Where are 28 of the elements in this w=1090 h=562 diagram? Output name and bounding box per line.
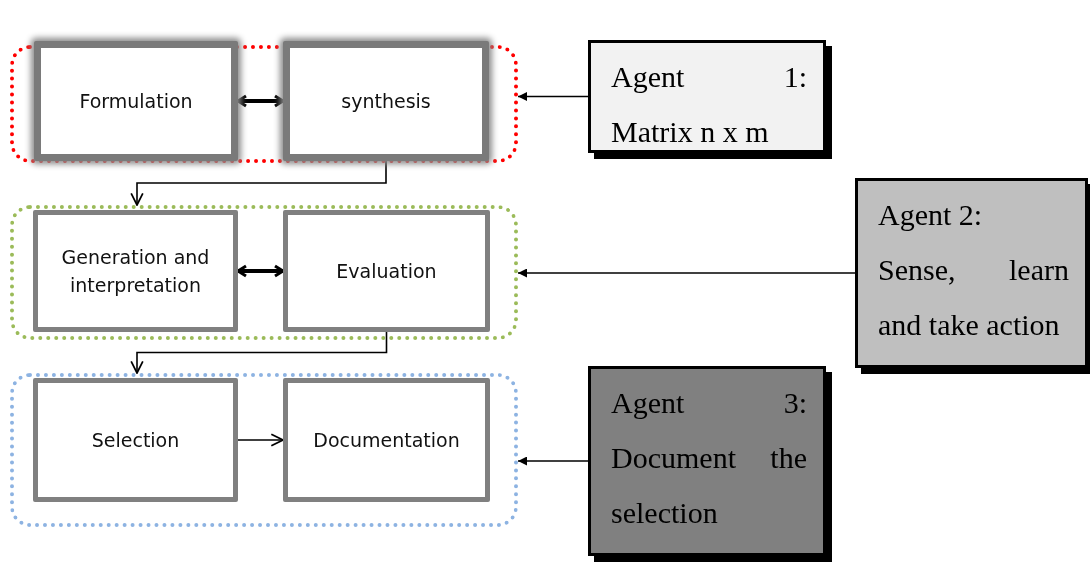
arrow — [236, 94, 285, 108]
dotted-group-frame — [10, 373, 518, 527]
agent-description: Document the selection — [611, 440, 807, 531]
process-label: synthesis — [341, 88, 431, 114]
process-label: Documentation — [313, 427, 460, 453]
dotted-group-frame — [10, 205, 518, 340]
arrow — [517, 268, 856, 278]
process-box — [283, 210, 490, 332]
process-label: Formulation — [79, 88, 193, 114]
process-box — [33, 378, 238, 502]
process-box — [283, 378, 490, 502]
arrow — [517, 456, 589, 466]
arrow — [130, 160, 387, 206]
process-label: Selection — [91, 427, 180, 453]
agent-title: Agent 2: — [878, 197, 984, 233]
agent-description: Sense, learn and take action — [878, 252, 1069, 343]
arrow — [517, 92, 589, 101]
process-box — [33, 210, 238, 332]
process-box — [34, 41, 238, 161]
agent-description: Matrix n x m — [611, 114, 770, 150]
agent-title: Agent 1: — [611, 59, 807, 95]
arrow — [130, 331, 388, 374]
agent-title: Agent 3: — [611, 385, 807, 421]
process-label: Evaluation — [336, 258, 437, 284]
process-box — [283, 41, 489, 161]
process-label: Generation and interpretation — [60, 244, 211, 298]
arrow — [236, 264, 285, 278]
arrow — [237, 433, 284, 447]
